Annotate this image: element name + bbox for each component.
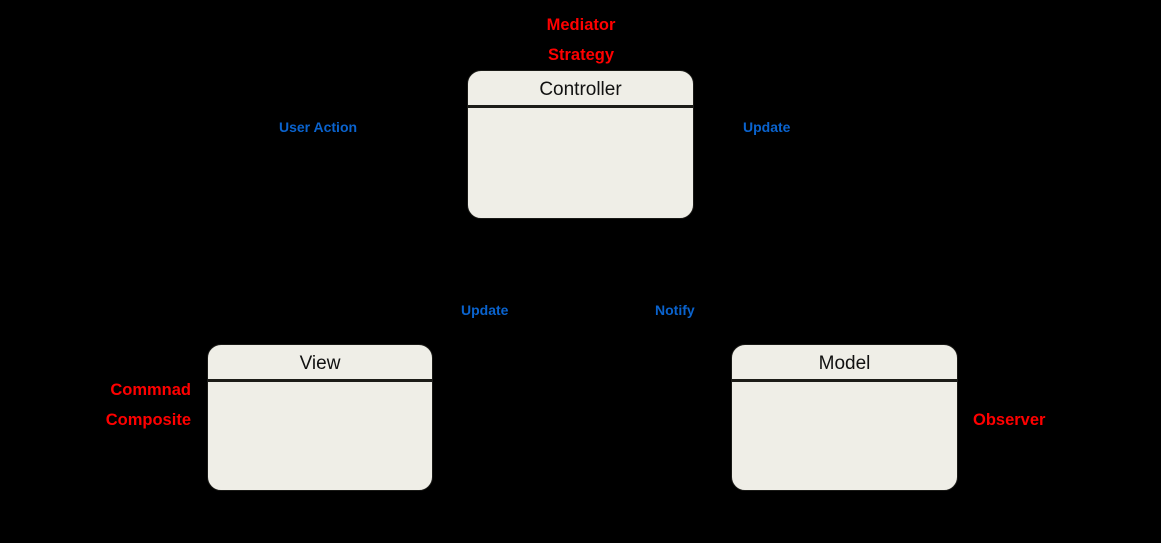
uml-class-controller-body	[468, 108, 693, 218]
uml-class-model-title: Model	[732, 345, 957, 382]
uml-class-model[interactable]: Model	[731, 344, 958, 491]
pattern-annotation-line: Composite	[105, 411, 191, 429]
uml-class-controller[interactable]: Controller	[467, 70, 694, 219]
pattern-annotation-controller: Mediator Strategy	[491, 10, 671, 70]
uml-class-view[interactable]: View	[207, 344, 433, 491]
relation-label-notify: Notify	[655, 302, 695, 318]
relation-label-update-model-to-controller: Update	[743, 119, 791, 135]
pattern-annotation-line: Observer	[973, 411, 1046, 429]
pattern-annotation-line: Strategy	[547, 46, 615, 64]
uml-class-view-title: View	[208, 345, 432, 382]
uml-class-view-body	[208, 382, 432, 490]
relation-label-user-action: User Action	[279, 119, 358, 135]
uml-class-model-body	[732, 382, 957, 490]
relation-label-update-view: Update	[461, 302, 509, 318]
pattern-annotation-view: Commnad Composite	[31, 375, 191, 435]
pattern-annotation-line: Mediator	[546, 16, 616, 34]
pattern-annotation-model: Observer	[973, 405, 1133, 435]
pattern-annotation-line: Commnad	[110, 381, 191, 399]
uml-class-controller-title: Controller	[468, 71, 693, 108]
